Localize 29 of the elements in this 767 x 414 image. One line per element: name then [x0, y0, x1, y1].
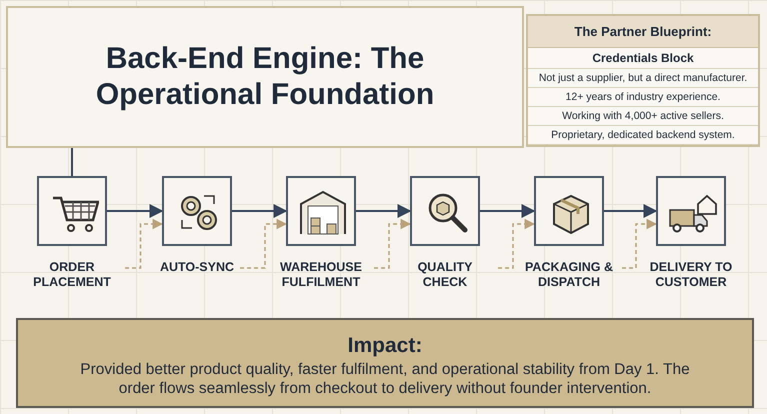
dashed-arrow — [622, 218, 658, 269]
stage-label: QUALITY CHECK — [416, 260, 474, 290]
stage-label: WAREHOUSE FULFILMENT — [279, 260, 363, 290]
dashed-arrow — [498, 218, 536, 269]
credential-row: Proprietary, dedicated backend system. — [528, 126, 758, 145]
stage-label: PACKAGING & DISPATCH — [524, 260, 614, 290]
connector-line — [71, 148, 73, 176]
banner-text: Provided better product quality, faster fulfilment, and operational stability from Day 1. The order flows seamlessly from checkout to delivery without founder intervention. — [79, 360, 691, 399]
panel-subheading: Credentials Block — [528, 48, 758, 69]
stage-label: ORDER PLACEMENT — [32, 260, 112, 290]
arrow — [604, 204, 658, 218]
dashed-arrow — [374, 218, 412, 269]
stage-label: AUTO-SYNC — [160, 260, 234, 275]
dashed-arrow — [125, 218, 164, 269]
title-box — [6, 6, 524, 148]
arrow — [232, 204, 288, 218]
credential-row: 12+ years of industry experience. — [528, 88, 758, 107]
credential-row: Not just a supplier, but a direct manufacturer. — [528, 69, 758, 88]
panel-heading: The Partner Blueprint: — [528, 16, 758, 48]
banner-heading: Impact: — [348, 334, 422, 358]
credentials-panel — [526, 14, 760, 147]
credential-row: Working with 4,000+ active sellers. — [528, 107, 758, 126]
dashed-arrow — [240, 218, 288, 269]
arrow — [356, 204, 412, 218]
arrow — [107, 204, 164, 218]
stage-label: DELIVERY TO CUSTOMER — [648, 260, 734, 290]
impact-banner — [16, 318, 754, 408]
title-text: Back-End Engine: The Operational Foundation — [94, 41, 436, 113]
arrow — [480, 204, 536, 218]
